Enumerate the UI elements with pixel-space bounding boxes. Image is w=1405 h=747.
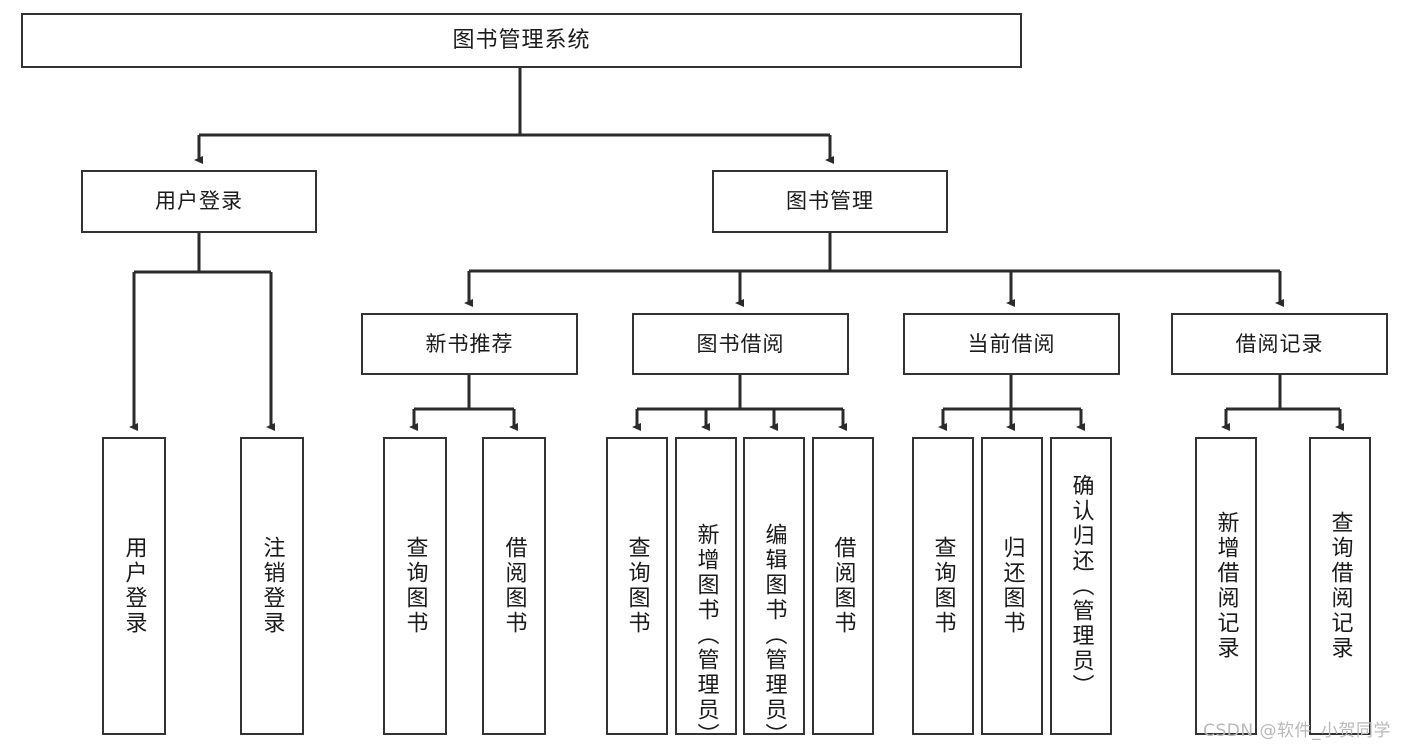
node-label: 确认归还（管理员） bbox=[1068, 473, 1094, 699]
node-label: 图书借阅 bbox=[696, 331, 785, 356]
node-label: 新书推荐 bbox=[425, 331, 514, 356]
leaf-return-book[interactable]: 归还图书 bbox=[981, 437, 1043, 735]
node-new-book-recommend[interactable]: 新书推荐 bbox=[361, 313, 578, 375]
leaf-add-book-admin[interactable]: 新增图书（管理员） bbox=[675, 437, 737, 735]
node-label: 查询图书 bbox=[624, 536, 650, 636]
node-label: 借阅记录 bbox=[1235, 331, 1324, 356]
node-label: 注销登录 bbox=[259, 536, 285, 636]
leaf-logout[interactable]: 注销登录 bbox=[240, 437, 304, 735]
node-label: 借阅图书 bbox=[830, 536, 856, 636]
leaf-user-login[interactable]: 用户登录 bbox=[102, 437, 166, 735]
node-book-management[interactable]: 图书管理 bbox=[712, 170, 948, 233]
leaf-borrow-book[interactable]: 借阅图书 bbox=[812, 437, 874, 735]
node-label: 用户登录 bbox=[121, 536, 147, 636]
node-label: 查询图书 bbox=[402, 536, 428, 636]
node-user-login[interactable]: 用户登录 bbox=[81, 170, 317, 233]
node-current-borrow[interactable]: 当前借阅 bbox=[903, 313, 1120, 375]
node-label: 新增借阅记录 bbox=[1213, 511, 1239, 661]
node-label: 编辑图书（管理员） bbox=[761, 523, 787, 735]
leaf-confirm-return-admin[interactable]: 确认归还（管理员） bbox=[1050, 437, 1112, 735]
leaf-add-borrow-record[interactable]: 新增借阅记录 bbox=[1195, 437, 1257, 735]
node-label: 借阅图书 bbox=[501, 536, 527, 636]
watermark-text: CSDN @软件_小贺同学 bbox=[1203, 721, 1391, 741]
node-root-book-management-system[interactable]: 图书管理系统 bbox=[21, 13, 1022, 68]
leaf-query-book-current[interactable]: 查询图书 bbox=[912, 437, 974, 735]
node-label: 图书管理系统 bbox=[452, 27, 591, 53]
leaf-query-borrow-record[interactable]: 查询借阅记录 bbox=[1309, 437, 1371, 735]
node-label: 新增图书（管理员） bbox=[693, 523, 719, 735]
node-label: 图书管理 bbox=[786, 189, 874, 214]
node-borrow-record[interactable]: 借阅记录 bbox=[1171, 313, 1388, 375]
node-label: 用户登录 bbox=[155, 189, 243, 214]
leaf-query-book-recommend[interactable]: 查询图书 bbox=[383, 437, 447, 735]
node-label: 当前借阅 bbox=[967, 331, 1056, 356]
node-label: 查询图书 bbox=[930, 536, 956, 636]
node-label: 归还图书 bbox=[999, 536, 1025, 636]
node-book-borrow[interactable]: 图书借阅 bbox=[632, 313, 849, 375]
leaf-borrow-book-recommend[interactable]: 借阅图书 bbox=[482, 437, 546, 735]
node-label: 查询借阅记录 bbox=[1327, 511, 1353, 661]
leaf-edit-book-admin[interactable]: 编辑图书（管理员） bbox=[743, 437, 805, 735]
leaf-query-book-borrow[interactable]: 查询图书 bbox=[606, 437, 668, 735]
